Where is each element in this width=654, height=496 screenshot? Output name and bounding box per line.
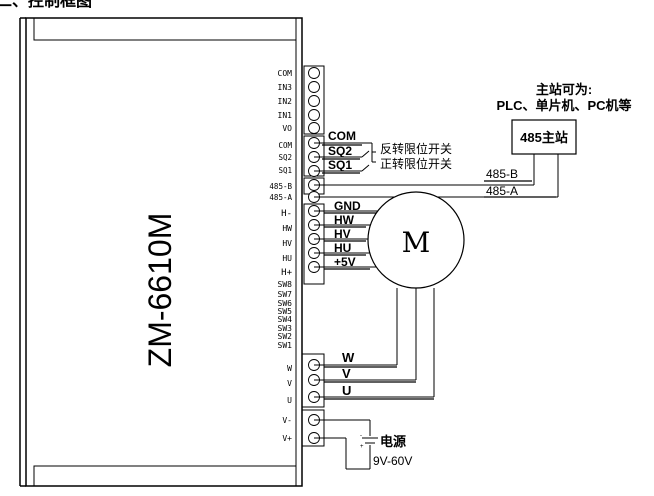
terminal-pins xyxy=(308,67,320,444)
battery-minus-mark: - xyxy=(360,433,362,439)
terminal-label: SW3 xyxy=(278,324,293,333)
terminal-label: SW5 xyxy=(278,307,293,316)
wire-label-hv: HV xyxy=(334,227,351,241)
master-title: 主站可为: xyxy=(536,82,592,97)
terminal-screw xyxy=(308,81,320,93)
wire-label-sq1: SQ1 xyxy=(328,158,352,172)
terminal-label: IN3 xyxy=(278,83,293,92)
wire-label-hu: HU xyxy=(334,241,351,255)
battery-plus-mark: + xyxy=(360,444,364,450)
terminal-label: SW1 xyxy=(278,341,293,350)
wire-label-u: U xyxy=(342,383,351,398)
reverse-limit-switch-label: 反转限位开关 xyxy=(380,141,452,156)
terminal-label: SW4 xyxy=(278,315,293,324)
wire-label-gnd: GND xyxy=(334,199,361,213)
terminal-screw xyxy=(308,95,320,107)
terminal-block-hall xyxy=(303,203,325,285)
terminal-label: 485-B xyxy=(269,182,292,191)
terminal-label: SW8 xyxy=(278,280,293,289)
terminal-label: 485-A xyxy=(269,193,292,202)
section-heading: 二、控制框图 xyxy=(0,0,92,10)
terminal-label: V xyxy=(287,379,292,388)
terminal-label: COM xyxy=(278,69,293,78)
terminal-label: HV xyxy=(282,239,292,248)
wire-label-485a: 485-A xyxy=(486,184,518,198)
terminal-label: H- xyxy=(281,209,292,219)
terminal-label: H+ xyxy=(281,268,292,278)
hall-sensor-wiring xyxy=(314,210,388,270)
terminal-block-power xyxy=(301,409,325,447)
terminal-label: SW7 xyxy=(278,290,293,299)
forward-limit-switch-label: 正转限位开关 xyxy=(380,156,452,171)
driver-case: ZM-6610M xyxy=(19,17,303,487)
power-supply-wiring xyxy=(314,419,378,470)
terminal-label: COM xyxy=(278,141,292,150)
power-label: 电源 xyxy=(380,434,406,449)
master-box-label: 485主站 xyxy=(520,130,568,145)
terminal-screw xyxy=(308,109,320,121)
wire-label-sq2: SQ2 xyxy=(328,144,352,158)
terminal-label: HW xyxy=(282,224,292,233)
terminal-label: HU xyxy=(282,254,292,263)
terminal-label: W xyxy=(287,364,292,373)
power-range-label: 9V-60V xyxy=(373,454,412,468)
terminal-block-io xyxy=(303,65,325,135)
terminal-label: V+ xyxy=(282,434,292,443)
limit-switch-wiring xyxy=(314,142,376,174)
terminal-label: SW6 xyxy=(278,299,293,308)
terminal-screw xyxy=(308,67,320,79)
motor-label: M xyxy=(402,226,431,259)
master-box xyxy=(511,119,577,155)
driver-body xyxy=(25,17,303,487)
phase-wiring xyxy=(314,288,435,400)
terminal-screw xyxy=(308,122,320,134)
wire-label-hw: HW xyxy=(334,213,355,227)
terminal-label: SQ2 xyxy=(278,153,292,162)
terminal-label: IN2 xyxy=(278,97,293,106)
wire-label-plus5v: +5V xyxy=(334,255,356,269)
master-subtitle: PLC、单片机、PC机等 xyxy=(496,98,631,113)
wire-label-v: V xyxy=(342,366,351,381)
wire-label-w: W xyxy=(342,350,355,365)
wire-label-485b: 485-B xyxy=(486,167,518,181)
wire-label-com: COM xyxy=(328,129,356,143)
terminal-label: VO xyxy=(282,124,292,133)
terminal-label: U xyxy=(287,396,292,405)
terminal-label: SW2 xyxy=(278,332,293,341)
model-label: ZM-6610M xyxy=(142,213,178,368)
terminal-label: SQ1 xyxy=(278,166,292,175)
terminal-label: IN1 xyxy=(278,111,293,120)
terminal-label: V- xyxy=(282,416,292,425)
